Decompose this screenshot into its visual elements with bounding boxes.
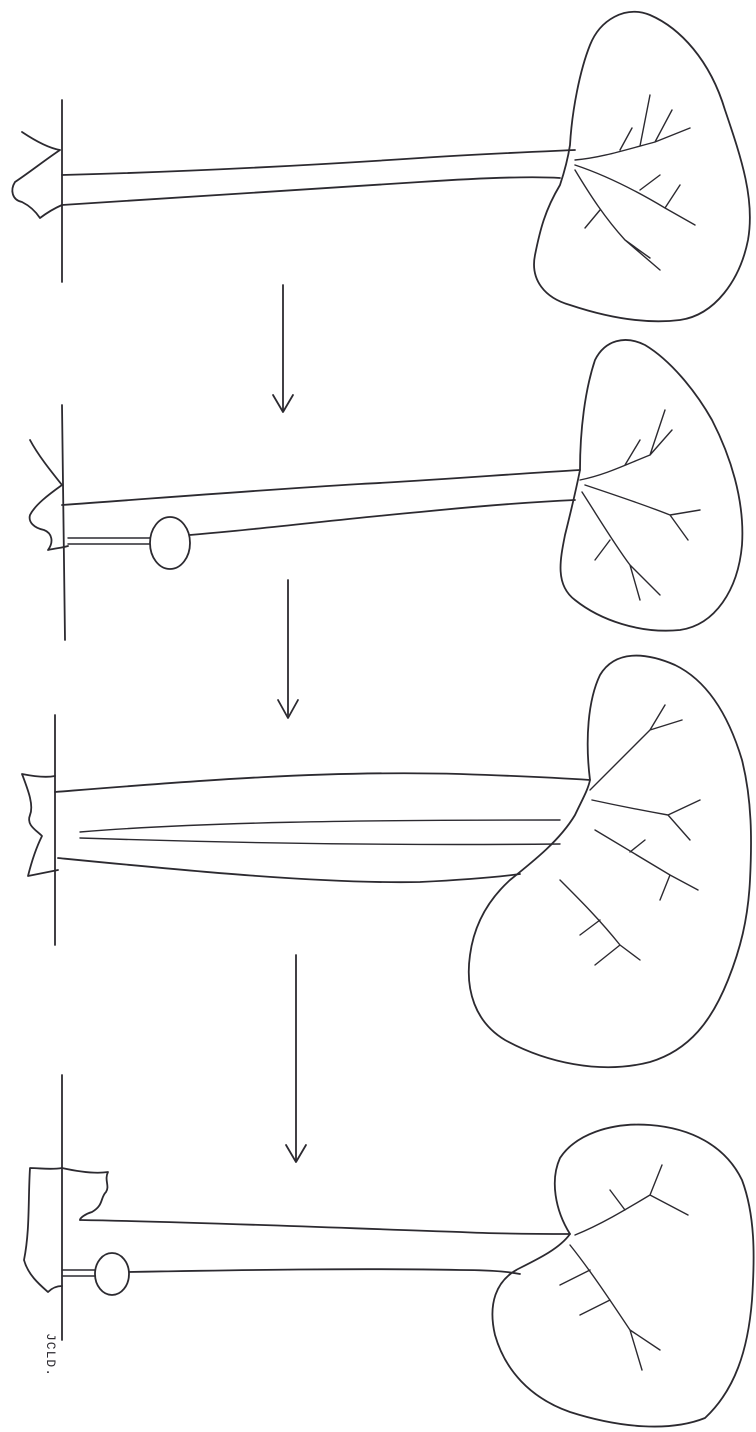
inner-channel xyxy=(80,820,560,845)
duct-lower-edge xyxy=(62,177,560,205)
arrow-3 xyxy=(286,955,306,1162)
cyst xyxy=(95,1253,129,1295)
stalk xyxy=(68,538,150,544)
gland-branches xyxy=(580,410,700,600)
cyst xyxy=(150,517,190,569)
gland-branches xyxy=(560,705,700,965)
gland-outline xyxy=(469,656,751,1068)
duct-tip xyxy=(12,132,62,218)
arrow-2 xyxy=(278,580,298,718)
stage-4 xyxy=(24,1075,754,1427)
duct-tip xyxy=(22,774,58,876)
arrow-1 xyxy=(273,285,293,412)
stage-2 xyxy=(30,340,743,640)
duct-upper-edge xyxy=(62,470,580,505)
duct-lower-edge xyxy=(58,858,520,882)
artist-signature: JCLD. xyxy=(18,1333,58,1413)
gland-outline xyxy=(534,12,750,321)
duct-lower-edge xyxy=(128,1269,520,1274)
stage-3 xyxy=(22,656,751,1068)
stage-1 xyxy=(12,12,750,321)
duct-upper-edge xyxy=(62,150,575,175)
gland-branches xyxy=(575,95,695,270)
duct-lower-edge xyxy=(150,500,575,538)
gland-branches xyxy=(560,1165,688,1370)
duct-upper-edge xyxy=(55,773,590,792)
base-line xyxy=(62,405,65,640)
gland-outline xyxy=(492,1125,753,1427)
stalk xyxy=(62,1270,98,1276)
duct-upper-edge xyxy=(80,1220,570,1234)
